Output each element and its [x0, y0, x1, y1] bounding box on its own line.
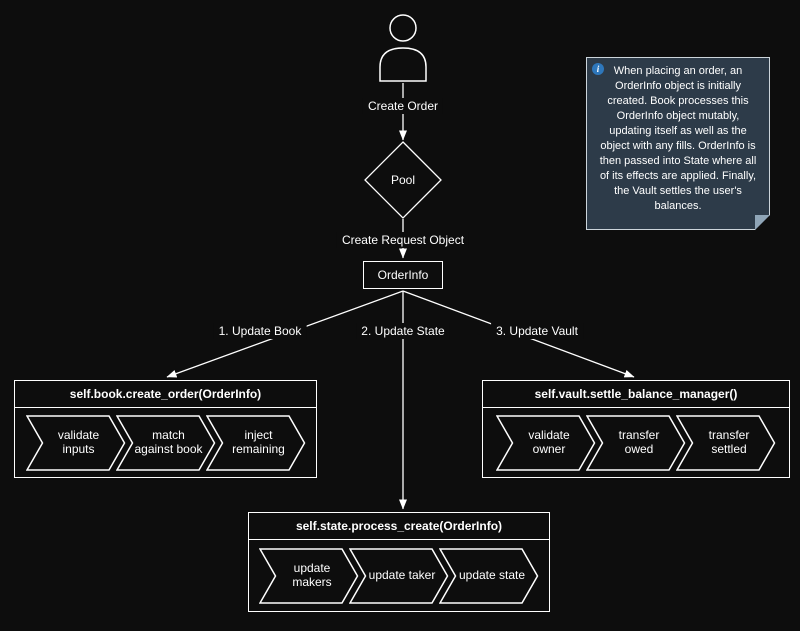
step-label: validate owner — [528, 427, 570, 456]
process-box-state: self.state.process_create(OrderInfo) upd… — [248, 512, 550, 612]
step-chevron: update makers — [259, 547, 359, 604]
chevron-shape — [115, 414, 215, 471]
note-text: When placing an order, an OrderInfo obje… — [599, 65, 757, 212]
edge-label-update-state: 2. Update State — [356, 323, 450, 339]
step-label: match against book — [134, 427, 203, 456]
edge-label-create-order: Create Order — [362, 98, 444, 114]
edge-label-create-request-object: Create Request Object — [336, 232, 470, 248]
step-chevron: inject remaining — [205, 414, 306, 471]
info-icon: i — [592, 63, 604, 75]
step-label: transfer settled — [708, 427, 750, 456]
chevron-shape — [439, 547, 539, 604]
process-box-state-title: self.state.process_create(OrderInfo) — [249, 513, 549, 540]
chevron-shape — [259, 547, 359, 604]
edge-label-update-vault: 3. Update Vault — [491, 323, 583, 339]
process-box-book-steps: validate inputs match against book injec… — [15, 408, 316, 477]
orderinfo-node: OrderInfo — [363, 261, 443, 289]
note: i When placing an order, an OrderInfo ob… — [586, 57, 770, 230]
person-icon-head — [389, 14, 417, 42]
pool-diamond — [364, 141, 442, 219]
process-box-vault-title: self.vault.settle_balance_manager() — [483, 381, 789, 408]
chevron-shape — [205, 414, 305, 471]
step-label: update state — [458, 567, 526, 582]
person-icon-body — [379, 47, 427, 82]
step-chevron: update taker — [349, 547, 449, 604]
step-label: update taker — [368, 567, 436, 582]
process-box-state-steps: update makers update taker update state — [249, 540, 549, 611]
process-box-vault: self.vault.settle_balance_manager() vali… — [482, 380, 790, 478]
chevron-shape — [586, 414, 686, 471]
step-label: update makers — [292, 560, 332, 589]
chevron-shape — [496, 414, 596, 471]
step-label: validate inputs — [57, 427, 100, 456]
step-chevron: transfer owed — [586, 414, 686, 471]
step-chevron: match against book — [115, 414, 216, 471]
step-chevron: validate owner — [496, 414, 596, 471]
chevron-shape — [676, 414, 776, 471]
chevron-shape — [349, 547, 449, 604]
edge-label-update-book: 1. Update Book — [213, 323, 307, 339]
pool-node-label: Pool — [390, 173, 416, 187]
step-chevron: transfer settled — [676, 414, 776, 471]
step-chevron: validate inputs — [25, 414, 126, 471]
process-box-vault-steps: validate owner transfer owed transfer se… — [483, 408, 789, 477]
chevron-shape — [25, 414, 125, 471]
process-box-book: self.book.create_order(OrderInfo) valida… — [14, 380, 317, 478]
step-chevron: update state — [439, 547, 539, 604]
step-label: transfer owed — [618, 427, 660, 456]
step-label: inject remaining — [232, 427, 285, 456]
process-box-book-title: self.book.create_order(OrderInfo) — [15, 381, 316, 408]
